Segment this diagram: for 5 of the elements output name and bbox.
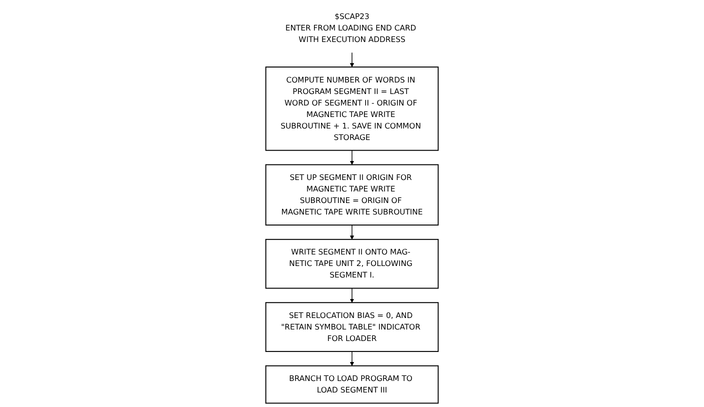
arrow	[350, 52, 354, 68]
arrow	[350, 351, 354, 366]
arrow	[350, 224, 354, 240]
arrow	[350, 288, 354, 303]
arrow	[350, 150, 354, 165]
